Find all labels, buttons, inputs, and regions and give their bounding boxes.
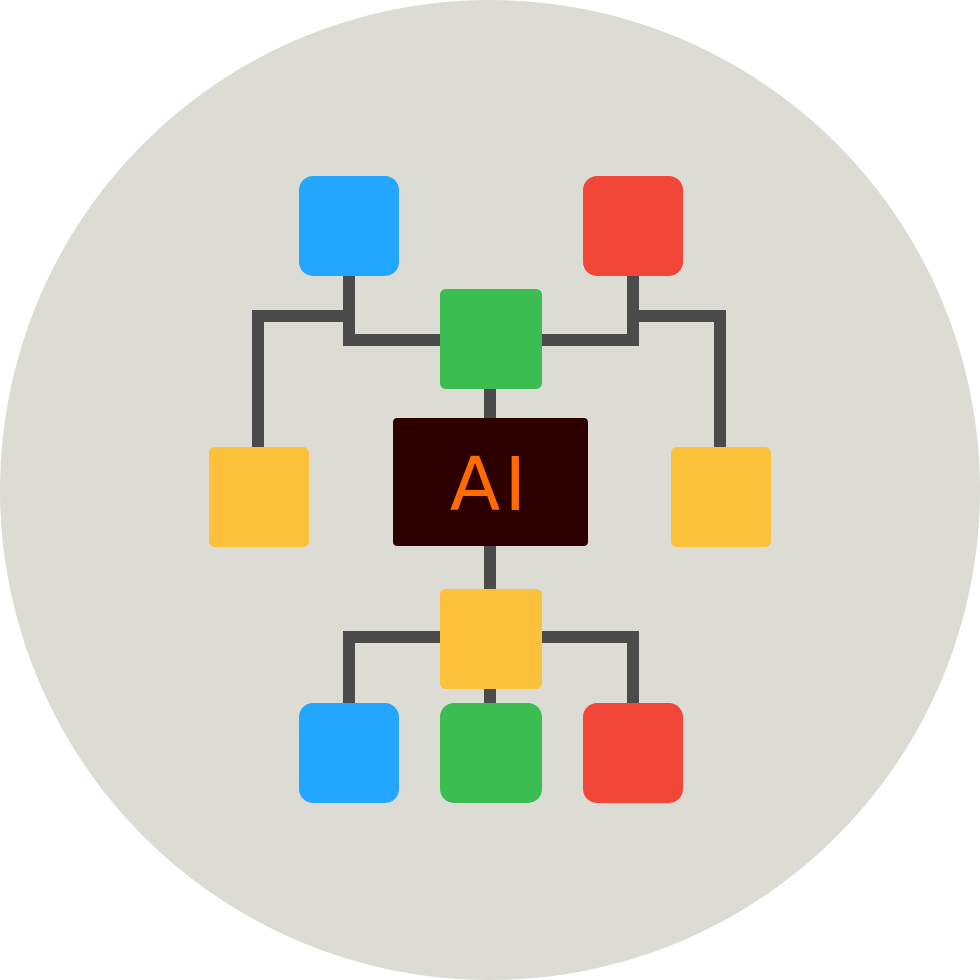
node-lower-center <box>440 589 542 689</box>
node-top-left <box>299 176 399 276</box>
connector-lines <box>252 266 726 710</box>
connector-lower-to-bottom-left <box>343 631 446 710</box>
ai-box <box>393 418 588 546</box>
node-bottom-center <box>440 703 542 803</box>
node-middle-left <box>209 447 309 547</box>
connector-right-branch <box>627 310 726 454</box>
ai-label: AI <box>450 442 530 528</box>
connector-top-left-to-center <box>343 266 446 346</box>
node-bottom-right <box>583 703 683 803</box>
node-upper-center <box>440 289 542 389</box>
connector-lower-to-bottom-right <box>536 631 639 710</box>
connector-top-right-to-center <box>536 266 639 346</box>
node-middle-right <box>671 447 771 547</box>
connector-left-branch <box>252 310 355 454</box>
node-bottom-left <box>299 703 399 803</box>
node-top-right <box>583 176 683 276</box>
